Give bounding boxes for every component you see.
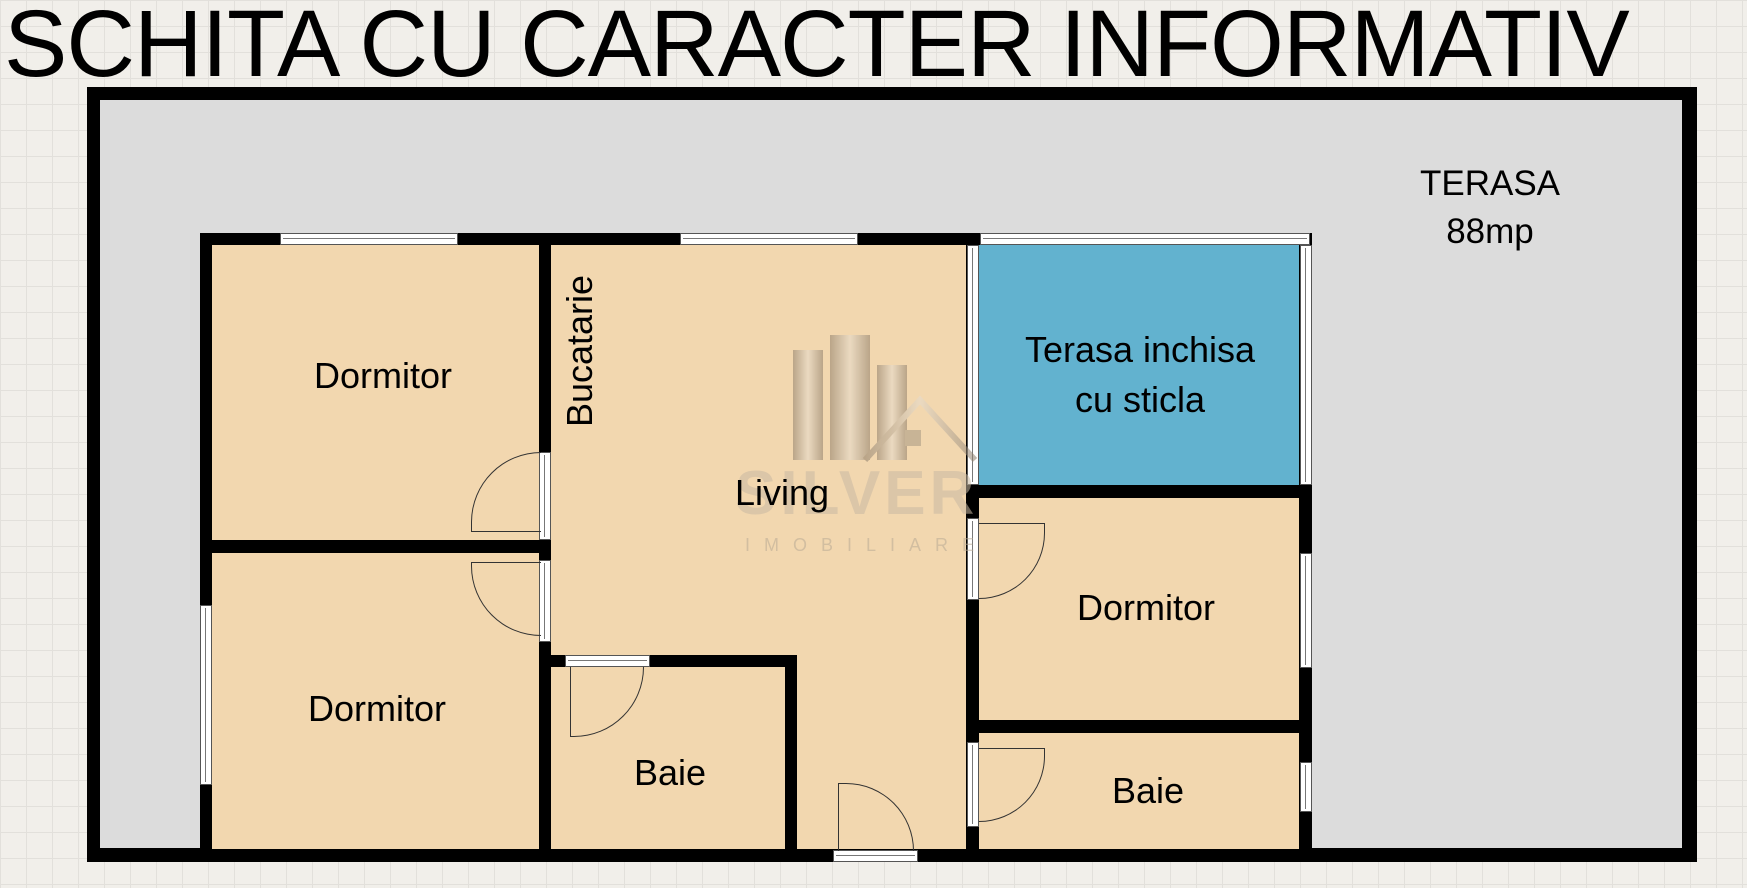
room-label-dormitor-2: Dormitor (307, 688, 446, 729)
watermark-subtitle: IMOBILIARE (745, 535, 989, 555)
door-opening (967, 518, 979, 600)
terasa-inchisa-line2: cu sticla (1074, 379, 1206, 420)
window (967, 245, 979, 485)
entrance-door-opening (833, 850, 918, 862)
room-label-dormitor-3: Dormitor (1076, 587, 1215, 628)
terrace-area-value: 88mp (1446, 212, 1534, 251)
room-label-baie-1: Baie (633, 752, 707, 793)
terrace-label: TERASA 88mp (1390, 160, 1590, 256)
window (200, 605, 212, 785)
room-label-bucatarie: Bucatarie (559, 274, 600, 428)
terrace-name: TERASA (1419, 164, 1561, 203)
door-opening (967, 742, 979, 827)
window (1300, 762, 1312, 812)
window (1300, 553, 1312, 668)
room-label-dormitor-1: Dormitor (313, 355, 452, 396)
window (1300, 245, 1312, 485)
page-title: SCHITA CU CARACTER INFORMATIV (4, 0, 1630, 97)
room-terasa-inchisa (979, 245, 1299, 485)
room-label-baie-2: Baie (1111, 770, 1185, 811)
room-label-living: Living (734, 472, 830, 513)
room-label-terasa-inchisa: Terasa inchisa cu sticla (990, 325, 1290, 425)
window (280, 233, 458, 245)
silver-imobiliare-watermark: SILVER IMOBILIARE (735, 330, 1005, 560)
window (980, 233, 1310, 245)
terasa-inchisa-line1: Terasa inchisa (1024, 329, 1256, 370)
window (680, 233, 858, 245)
door-opening (565, 655, 650, 667)
watermark-brand: SILVER (735, 459, 979, 528)
building-logo-icon (793, 335, 978, 463)
